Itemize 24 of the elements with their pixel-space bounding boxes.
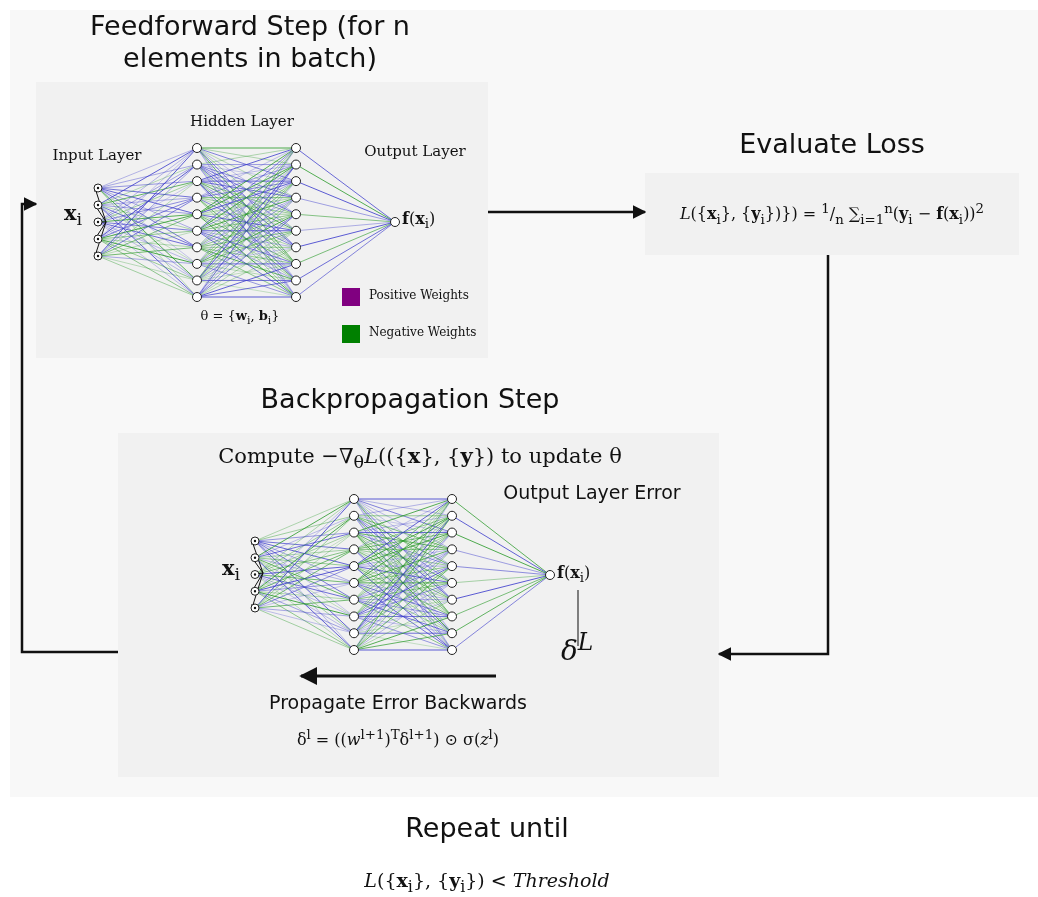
step-heading: Backpropagation Step xyxy=(259,383,561,416)
error-symbol: δ$^{L}$ xyxy=(561,628,594,668)
input-label: x$_{i}$ xyxy=(64,200,83,231)
step-label: Propagate Error Backwards xyxy=(268,691,528,714)
layer-label: Input Layer xyxy=(51,146,143,164)
output-label: f(x$_{i}$) xyxy=(557,563,591,587)
legend-label: Positive Weights xyxy=(369,288,469,303)
legend-label: Negative Weights xyxy=(369,325,477,340)
instruction-text: Compute −∇$_{θ}$L(({x}, {y}) to update θ xyxy=(217,443,623,474)
formula: θ = {w$_{i}$, b$_{i}$} xyxy=(199,308,281,327)
output-label: f(x$_{i}$) xyxy=(402,209,436,233)
step-heading: Evaluate Loss xyxy=(738,128,926,161)
layer-label: Hidden Layer xyxy=(189,112,295,130)
step-heading: Feedforward Step (for n elements in batch) xyxy=(89,10,411,75)
layer-label: Output Layer Error xyxy=(502,481,682,504)
formula: L({x$_{i}$}, {y$_{i}$})}) = $^{1}$/$_{n}$ ∑$_{i=1}$$^{n}$(y$_{i}$ − f(x$_{i}$))$^{2}$ xyxy=(678,201,986,228)
arrow xyxy=(488,205,647,219)
arrow xyxy=(717,255,830,661)
arrow xyxy=(20,197,118,654)
layer-label: Output Layer xyxy=(363,142,467,160)
input-label: x$_{i}$ xyxy=(222,555,241,586)
heading: Repeat until xyxy=(404,812,570,845)
formula: δ$^{l}$ = ((w$^{l+1}$)$^{T}$δ$^{l+1}$) ⊙ σ(z$^{l}$) xyxy=(295,727,501,750)
formula: L({x$_{i}$}, {y$_{i}$}) < Threshold xyxy=(363,869,611,896)
